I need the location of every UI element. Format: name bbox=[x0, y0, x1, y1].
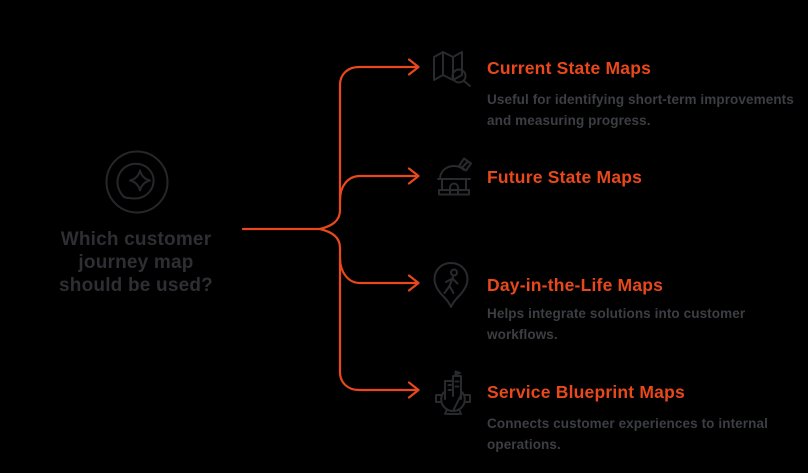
branch-title: Service Blueprint Maps bbox=[487, 382, 685, 402]
person-pin-icon bbox=[429, 260, 473, 316]
branch-title: Future State Maps bbox=[487, 167, 643, 187]
branch-title: Day-in-the-Life Maps bbox=[487, 275, 664, 295]
branch-description: Helps integrate solutions into customer … bbox=[487, 306, 746, 342]
question-line: journey map bbox=[78, 252, 194, 273]
map-search-icon bbox=[428, 44, 476, 92]
question-title: Which customer journey map should be use… bbox=[25, 228, 247, 297]
arrow-icon bbox=[407, 381, 420, 399]
arrow-icon bbox=[407, 274, 420, 292]
pin-sparkle-icon bbox=[104, 149, 170, 215]
question-line: should be used? bbox=[59, 275, 213, 296]
branch-description: Connects customer experiences to interna… bbox=[487, 416, 768, 452]
question-line: Which customer bbox=[60, 229, 212, 250]
gear-building-icon bbox=[426, 368, 480, 416]
branch-title: Current State Maps bbox=[487, 58, 652, 78]
observatory-icon bbox=[430, 153, 478, 201]
arrow-icon bbox=[407, 167, 420, 185]
arrow-icon bbox=[407, 58, 420, 76]
branch-description: Useful for identifying short-term improv… bbox=[487, 92, 794, 128]
